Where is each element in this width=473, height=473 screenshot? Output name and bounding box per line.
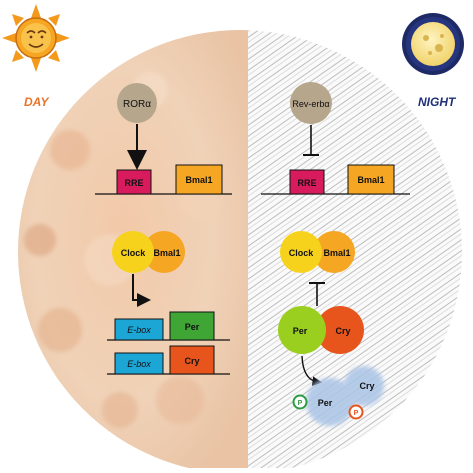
day-rre-box	[116, 169, 152, 195]
day-per-gene-label: Per	[185, 322, 200, 332]
day-bmal1-protein	[143, 231, 185, 273]
day-clock-bmal1-complex: Clock Bmal1	[112, 231, 185, 307]
reverb-alpha-node	[290, 82, 332, 124]
day-ebox-2	[114, 352, 164, 375]
night-reverb-regulation: Rev-erbα RRE Bmal1	[261, 82, 410, 195]
phosphate-mark-orange-label: P	[354, 410, 359, 417]
day-ror-regulation: RORα RRE Bmal1	[95, 83, 232, 195]
reverb-alpha-label: Rev-erbα	[292, 99, 329, 109]
night-bmal1-protein	[313, 231, 355, 273]
night-per-protein	[278, 306, 326, 354]
ror-alpha-label: RORα	[123, 99, 151, 110]
day-cry-promoter: E-box Cry	[107, 345, 230, 375]
day-rre-label: RRE	[124, 178, 143, 188]
day-ebox-1-label: E-box	[127, 325, 151, 335]
day-per-gene-box	[169, 311, 215, 341]
phospho-cry-blob	[344, 366, 384, 406]
phospho-per-blob	[306, 378, 354, 426]
night-per-label: Per	[293, 326, 308, 336]
phospho-cry-label: Cry	[359, 381, 374, 391]
day-clock-protein	[112, 231, 154, 273]
night-clock-bmal1-complex: Clock Bmal1	[280, 231, 355, 306]
night-bmal1-protein-label: Bmal1	[323, 248, 350, 258]
degradation-arrow	[301, 355, 323, 387]
night-rre-label: RRE	[297, 178, 316, 188]
phosphorylated-per-cry: Per Cry P P	[292, 366, 384, 426]
moon-icon	[402, 13, 464, 75]
phosphate-mark-green-label: P	[298, 400, 303, 407]
night-cry-protein	[316, 306, 364, 354]
day-per-promoter: E-box Per	[107, 311, 230, 341]
night-bmal1-gene-label: Bmal1	[357, 175, 384, 185]
night-bmal1-gene-box	[347, 164, 395, 195]
night-clock-protein	[280, 231, 322, 273]
night-clock-label: Clock	[289, 248, 315, 258]
phospho-per-label: Per	[318, 398, 333, 408]
night-per-cry-complex: Per Cry	[278, 306, 364, 387]
day-label: DAY	[24, 95, 49, 109]
night-label: NIGHT	[418, 95, 457, 109]
day-clock-label: Clock	[121, 248, 147, 258]
day-ebox-2-label: E-box	[127, 359, 151, 369]
phosphate-mark-orange	[348, 404, 364, 420]
day-ebox-1	[114, 318, 164, 341]
ror-alpha-node	[117, 83, 157, 123]
day-cry-gene-label: Cry	[184, 356, 199, 366]
day-bmal1-gene-label: Bmal1	[185, 175, 212, 185]
phosphate-mark-green	[292, 394, 308, 410]
night-cry-label: Cry	[335, 326, 350, 336]
day-bmal1-gene-box	[175, 164, 223, 195]
day-bmal1-protein-label: Bmal1	[153, 248, 180, 258]
night-rre-box	[289, 169, 325, 195]
day-transcription-arrow	[132, 274, 151, 307]
sun-icon	[2, 4, 70, 72]
day-cry-gene-box	[169, 345, 215, 375]
